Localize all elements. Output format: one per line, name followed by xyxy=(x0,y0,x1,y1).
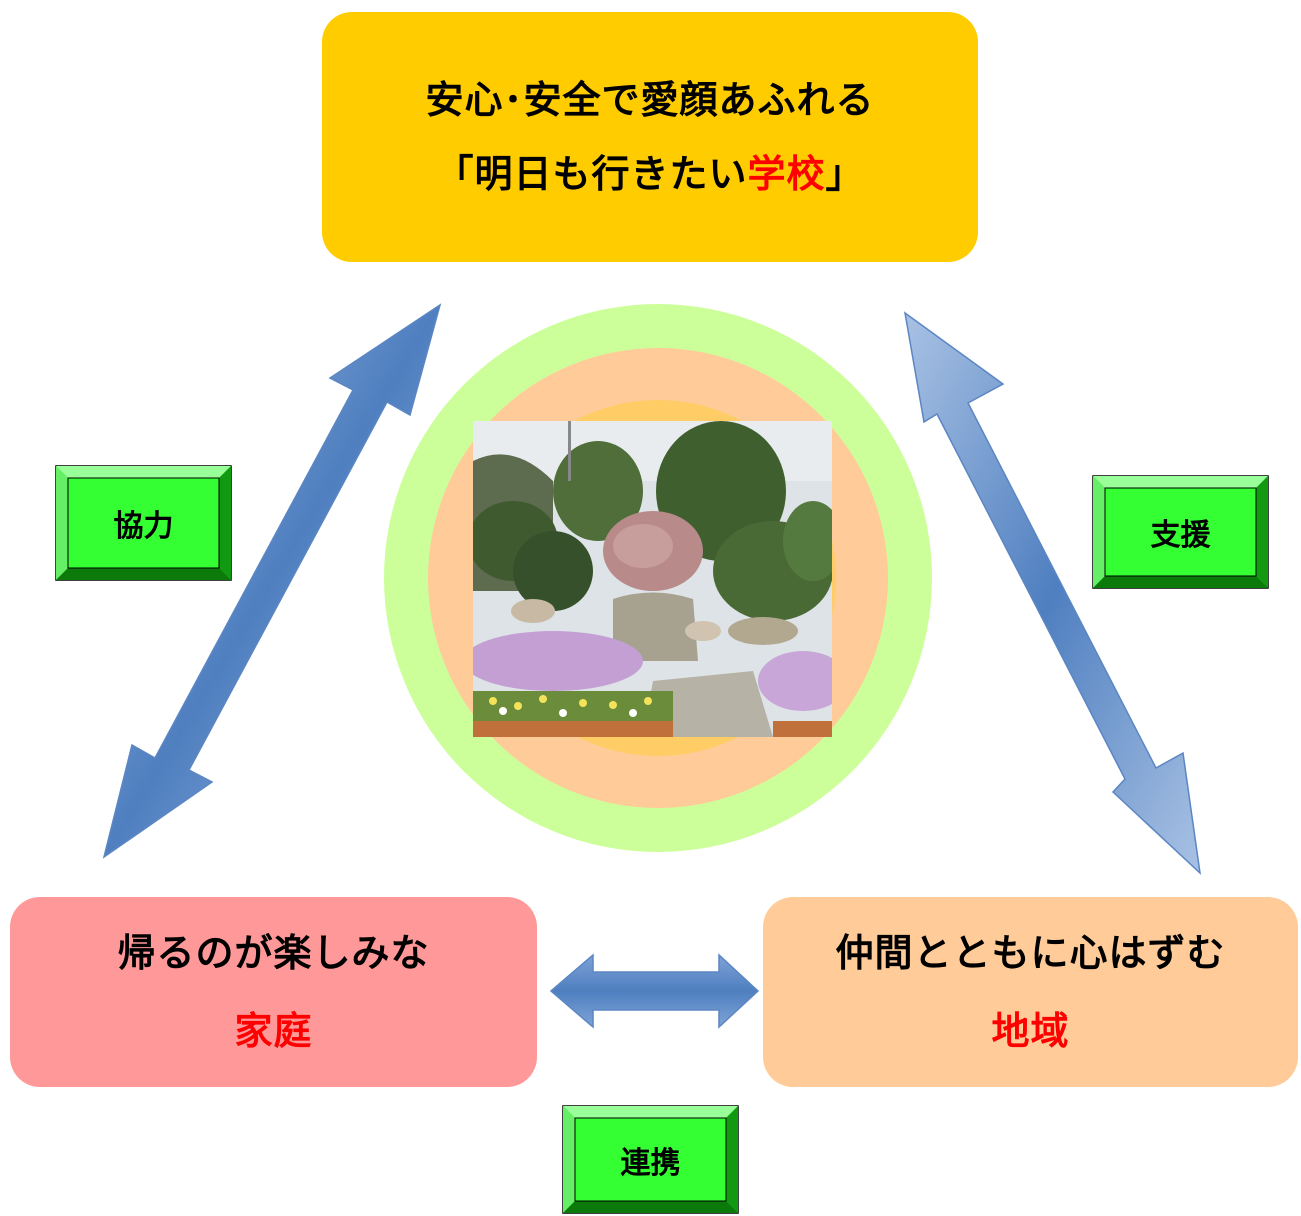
home-box: 帰るのが楽しみな 家庭 xyxy=(10,897,537,1087)
label-partnership: 連携 xyxy=(620,1145,681,1181)
school-garden-photo xyxy=(473,421,832,737)
school-accent: 学校 xyxy=(747,152,826,196)
label-support: 支援 xyxy=(1150,518,1211,553)
arrow-home-area xyxy=(549,953,760,1029)
school-box: 安心･安全で愛顔あふれる 「明日も行きたい学校」 xyxy=(322,12,978,262)
arrow-school-home xyxy=(102,303,442,859)
area-line-2: 地域 xyxy=(991,1009,1070,1053)
bevel-support xyxy=(1092,475,1269,589)
home-line-1: 帰るのが楽しみな xyxy=(117,931,430,975)
school-line-2-prefix: 「明日も行きたい xyxy=(435,152,748,196)
bevel-cooperation xyxy=(55,465,232,581)
home-line-2: 家庭 xyxy=(234,1009,313,1053)
arrow-school-area xyxy=(903,311,1202,875)
label-cooperation: 協力 xyxy=(113,509,174,544)
area-box: 仲間とともに心はずむ 地域 xyxy=(763,897,1298,1087)
school-line-1: 安心･安全で愛顔あふれる xyxy=(425,78,875,122)
area-line-1: 仲間とともに心はずむ xyxy=(835,931,1226,975)
school-line-2: 「明日も行きたい学校」 xyxy=(435,155,864,193)
bevel-partnership xyxy=(562,1105,739,1214)
school-line-2-suffix: 」 xyxy=(825,152,865,196)
